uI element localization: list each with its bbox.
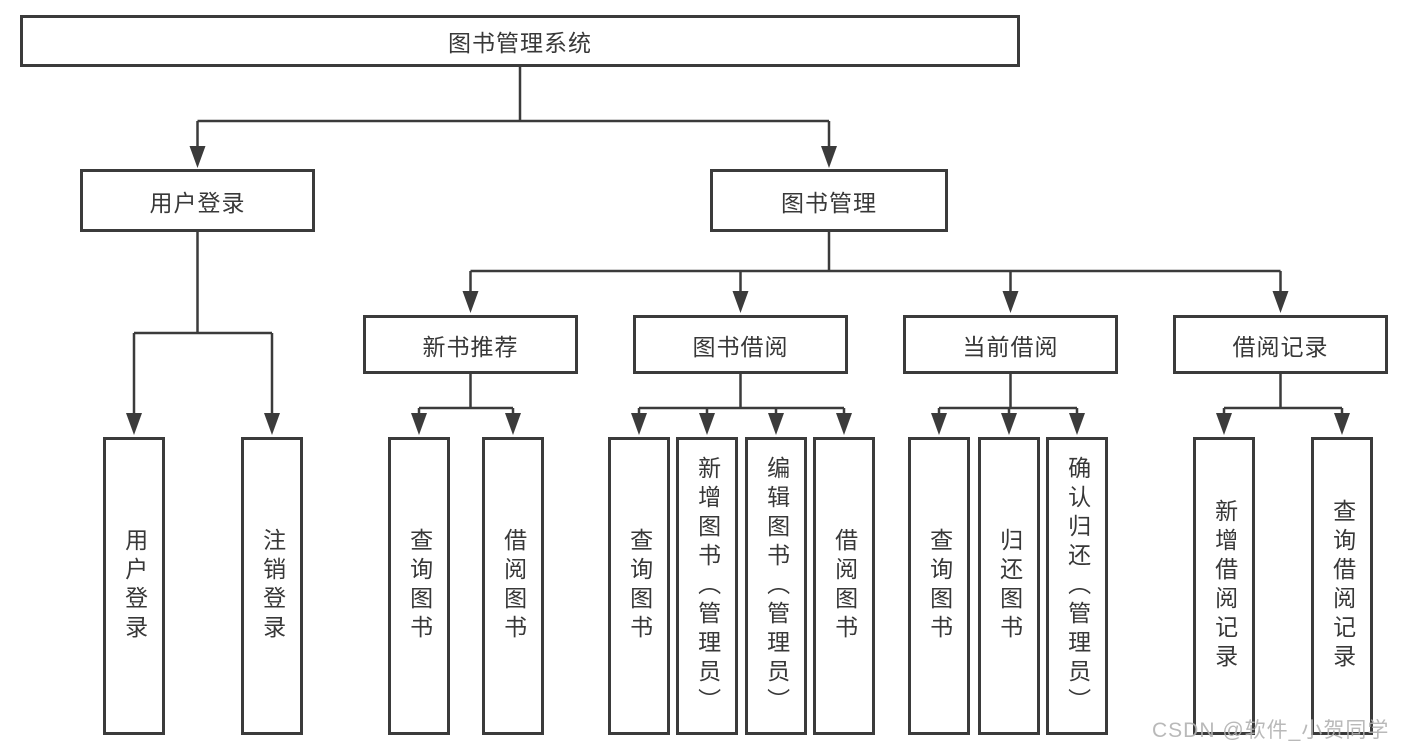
node-label: 查询借阅记录 bbox=[1329, 499, 1356, 673]
node-label: 借阅图书 bbox=[500, 528, 527, 644]
leaf-query-borrow-record: 查询借阅记录 bbox=[1311, 437, 1373, 735]
node-current-borrow: 当前借阅 bbox=[903, 315, 1118, 374]
leaf-add-borrow-record: 新增借阅记录 bbox=[1193, 437, 1255, 735]
node-label: 用户登录 bbox=[121, 528, 148, 644]
node-label: 新增图书（管理员） bbox=[694, 455, 721, 717]
node-label: 借阅记录 bbox=[1232, 333, 1329, 360]
node-borrow-records: 借阅记录 bbox=[1173, 315, 1388, 374]
node-label: 新增借阅记录 bbox=[1211, 499, 1238, 673]
leaf-return-books: 归还图书 bbox=[978, 437, 1040, 735]
node-label: 编辑图书（管理员） bbox=[763, 455, 790, 717]
leaf-query-books-recommend: 查询图书 bbox=[388, 437, 450, 735]
leaf-logout: 注销登录 bbox=[241, 437, 303, 735]
node-label: 确认归还（管理员） bbox=[1064, 455, 1091, 717]
node-label: 新书推荐 bbox=[422, 333, 519, 360]
node-book-borrow: 图书借阅 bbox=[633, 315, 848, 374]
node-label: 当前借阅 bbox=[962, 333, 1059, 360]
node-label: 用户登录 bbox=[149, 189, 246, 216]
leaf-confirm-return-admin: 确认归还（管理员） bbox=[1046, 437, 1108, 735]
leaf-query-books-borrow: 查询图书 bbox=[608, 437, 670, 735]
node-label: 注销登录 bbox=[259, 528, 286, 644]
node-label: 图书管理 bbox=[781, 189, 877, 216]
node-label: 查询图书 bbox=[926, 528, 953, 644]
node-library-management-system: 图书管理系统 bbox=[20, 15, 1020, 67]
node-label: 图书借阅 bbox=[692, 333, 789, 360]
node-user-login: 用户登录 bbox=[80, 169, 315, 232]
node-label: 查询图书 bbox=[406, 528, 433, 644]
leaf-edit-books-admin: 编辑图书（管理员） bbox=[745, 437, 807, 735]
leaf-borrow-books: 借阅图书 bbox=[813, 437, 875, 735]
leaf-add-books-admin: 新增图书（管理员） bbox=[676, 437, 738, 735]
csdn-watermark: CSDN @软件_小贺同学 bbox=[1152, 719, 1390, 742]
node-label: 查询图书 bbox=[626, 528, 653, 644]
node-label: 归还图书 bbox=[996, 528, 1023, 644]
node-label: 图书管理系统 bbox=[448, 30, 592, 56]
node-book-management: 图书管理 bbox=[710, 169, 948, 232]
node-new-book-recommend: 新书推荐 bbox=[363, 315, 578, 374]
leaf-borrow-books-recommend: 借阅图书 bbox=[482, 437, 544, 735]
leaf-query-books-current: 查询图书 bbox=[908, 437, 970, 735]
leaf-user-login: 用户登录 bbox=[103, 437, 165, 735]
node-label: 借阅图书 bbox=[831, 528, 858, 644]
